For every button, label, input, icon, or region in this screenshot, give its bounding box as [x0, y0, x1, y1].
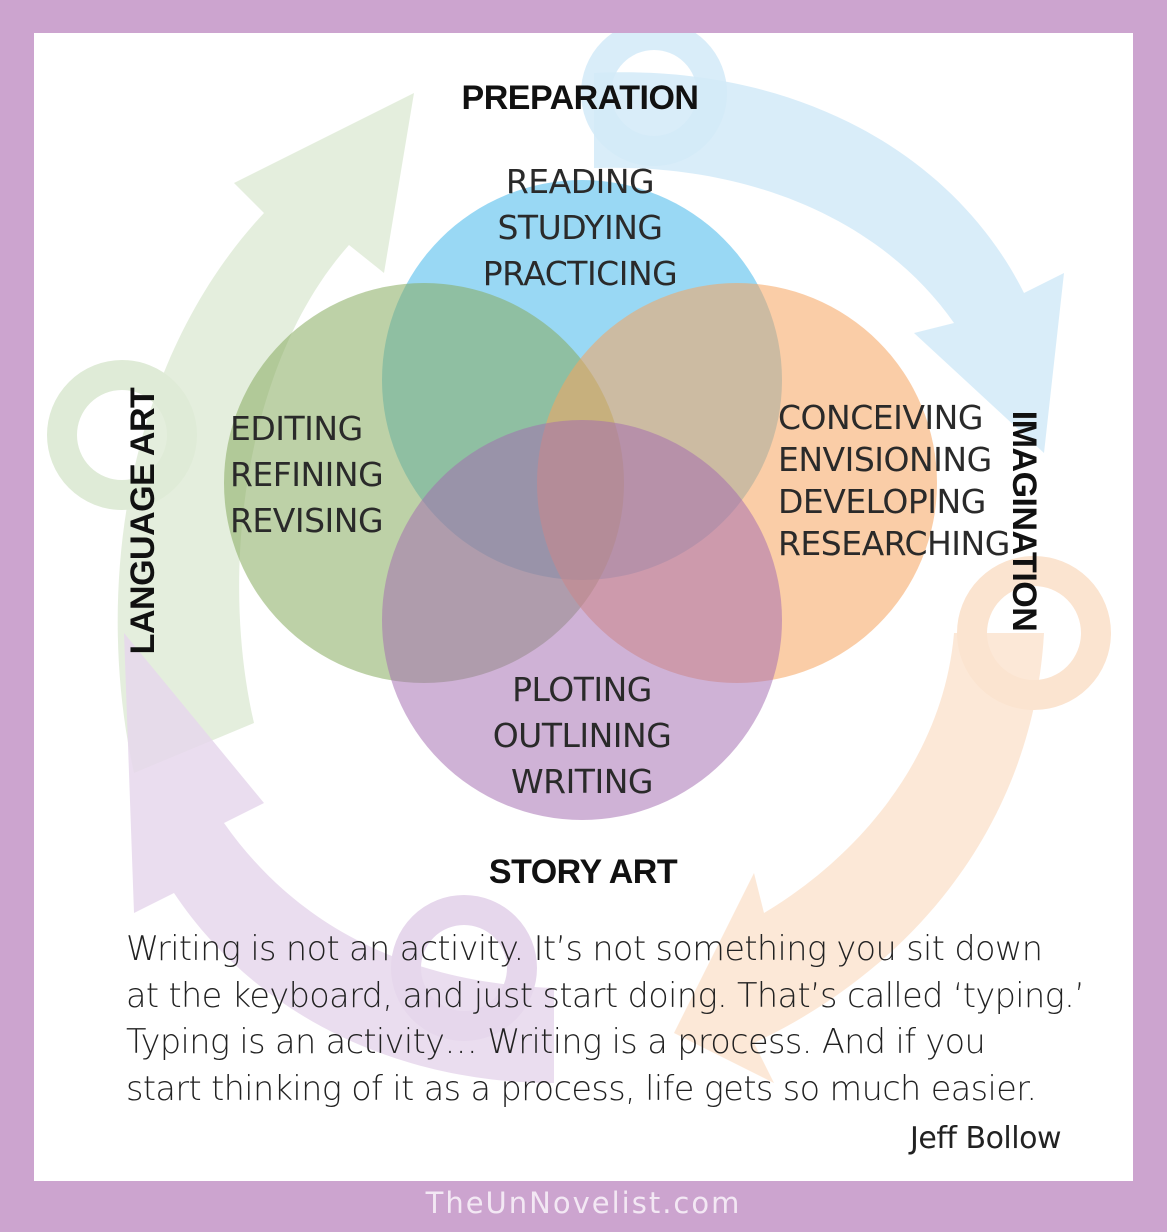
circle-story-art: [382, 420, 782, 820]
arrow-purple: [124, 633, 554, 1083]
ring-bottom: [391, 895, 537, 1041]
ring-top: [581, 33, 727, 166]
label-preparation: PREPARATION: [462, 79, 699, 117]
arrow-orange: [674, 633, 1044, 1083]
item-editing: EDITING: [230, 409, 363, 448]
arrow-blue: [594, 72, 1064, 454]
item-studying: STUDYING: [497, 208, 662, 247]
item-practicing: PRACTICING: [483, 254, 677, 293]
content-panel: PREPARATION STORY ART LANGUAGE ART IMAGI…: [34, 33, 1133, 1181]
background-arrows: [47, 33, 1111, 1083]
writing-process-diagram: PREPARATION STORY ART LANGUAGE ART IMAGI…: [47, 33, 1111, 1083]
item-conceiving: CONCEIVING: [778, 398, 983, 437]
quote-line: Typing is an activity… Writing is a proc…: [126, 1022, 986, 1061]
ring-right: [957, 556, 1111, 710]
language-art-items: EDITING REFINING REVISING: [230, 409, 384, 540]
quote-text: Writing is not an activity. It’s not som…: [126, 926, 1126, 1112]
arrow-green: [117, 93, 414, 773]
item-developing: DEVELOPING: [778, 482, 986, 521]
ring-left: [47, 360, 197, 510]
preparation-items: READING STUDYING PRACTICING: [483, 162, 678, 293]
item-reading: READING: [506, 162, 654, 201]
quote-line: Writing is not an activity. It’s not som…: [126, 929, 1043, 968]
label-language-art: LANGUAGE ART: [124, 387, 162, 654]
site-name: TheUnNovelist.com: [425, 1186, 742, 1220]
item-envisioning: ENVISIONING: [778, 440, 992, 479]
item-revising: REVISING: [230, 501, 383, 540]
item-outlining: OUTLINING: [493, 716, 672, 755]
quote-author: Jeff Bollow: [910, 1121, 1061, 1156]
item-refining: REFINING: [230, 455, 383, 494]
quote-line: at the keyboard, and just start doing. T…: [126, 975, 1085, 1015]
quote-line: start thinking of it as a process, life …: [126, 1068, 1037, 1108]
imagination-items: CONCEIVING ENVISIONING DEVELOPING RESEAR…: [778, 398, 1010, 563]
item-researching: RESEARCHING: [778, 524, 1010, 563]
venn-circles: [224, 180, 937, 820]
item-writing: WRITING: [511, 762, 653, 801]
story-art-items: PLOTING OUTLINING WRITING: [493, 670, 672, 801]
label-story-art: STORY ART: [489, 853, 678, 891]
item-ploting: PLOTING: [512, 670, 652, 709]
label-imagination: IMAGINATION: [1005, 411, 1043, 632]
